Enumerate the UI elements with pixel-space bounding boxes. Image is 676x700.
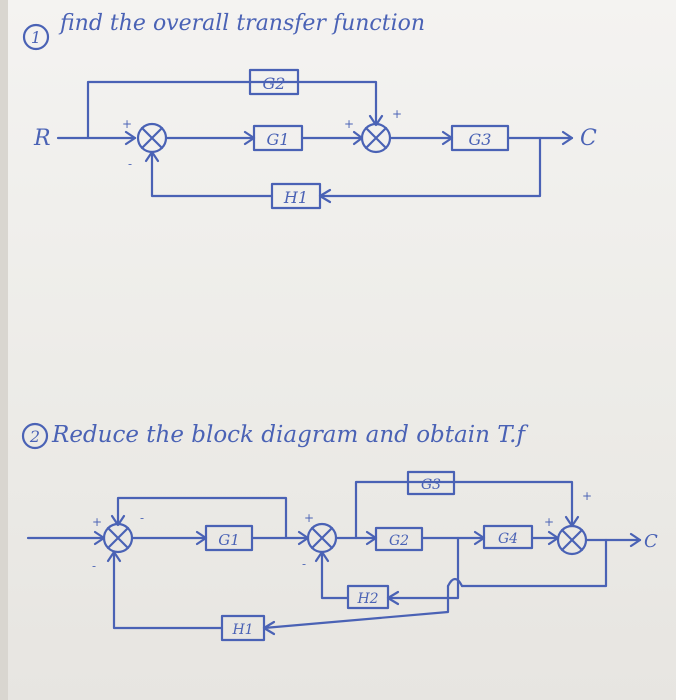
- p1-block-g2: [248, 68, 300, 96]
- p2-block-g3-label: G3: [421, 477, 441, 493]
- p1-sign: +: [392, 107, 402, 121]
- page-edge: [0, 0, 8, 700]
- p1-output-label: C: [580, 126, 597, 151]
- p1-arrowhead: [124, 130, 137, 146]
- p1-sign: +: [122, 117, 132, 131]
- p2-block-h2-label: H2: [356, 591, 378, 607]
- p2-sign: -: [302, 557, 306, 571]
- p1-sign: +: [344, 117, 354, 131]
- p2-sign: -: [92, 559, 96, 573]
- p2-output-label: C: [644, 531, 658, 552]
- problem1-title: find the overall transfer function: [58, 11, 425, 36]
- p2-block-h1-label: H1: [231, 622, 253, 638]
- p1-feedback-line: [318, 136, 542, 198]
- p2-sign: +: [582, 489, 592, 503]
- p2-block-g4-label: G4: [498, 531, 518, 547]
- problem2-title: Reduce the block diagram and obtain T.f: [51, 422, 528, 448]
- p1-block-g3-label: G3: [469, 130, 492, 149]
- p2-sign: +: [92, 515, 102, 529]
- p1-input-label: R: [33, 126, 51, 151]
- problem2-number: 2: [29, 427, 40, 446]
- p1-block-g2-label: G2: [263, 74, 286, 93]
- problem2-number-circle: [21, 422, 49, 450]
- p2-sign: +: [304, 511, 314, 525]
- problem1-number: 1: [31, 28, 41, 47]
- p2-block-g3: [406, 470, 456, 496]
- problem1-number-circle: [22, 23, 50, 51]
- p1-block-h1-label: H1: [283, 188, 308, 207]
- p1-feedforward-line: [86, 80, 378, 140]
- p1-block-g1-label: G1: [267, 130, 290, 149]
- p2-g1-loop-line: [116, 496, 288, 540]
- p2-block-g1-label: G1: [218, 531, 240, 549]
- p2-outer-feedback-line: [460, 538, 608, 588]
- p2-h2-feedback-line: [386, 536, 460, 600]
- p2-wire-crossover: [446, 577, 464, 588]
- p2-g3-branch-line: [354, 480, 574, 540]
- p2-sign: -: [140, 511, 144, 525]
- p2-block-g2-label: G2: [389, 533, 409, 549]
- p1-sign: -: [128, 157, 132, 171]
- p2-sign: +: [544, 515, 554, 529]
